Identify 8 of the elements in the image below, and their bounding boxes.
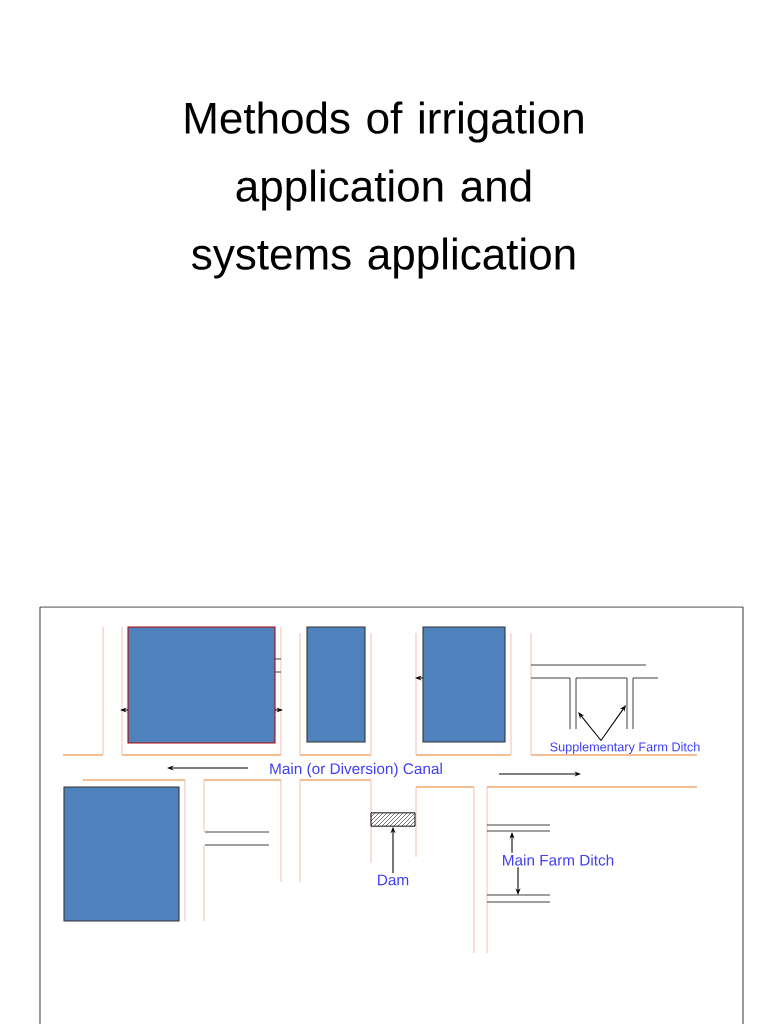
canal-label: Main (or Diversion) Canal — [270, 762, 442, 778]
leader-line — [600, 705, 626, 742]
ditch-label: Main Farm Ditch — [503, 854, 614, 866]
leader-line — [578, 712, 602, 742]
title: Methods of irrigation application and systems application — [185, 101, 583, 279]
ditch-label: Supplementary Farm Ditch — [550, 742, 700, 754]
dam-label: Dam — [378, 874, 409, 886]
dam-hatch — [370, 812, 416, 827]
